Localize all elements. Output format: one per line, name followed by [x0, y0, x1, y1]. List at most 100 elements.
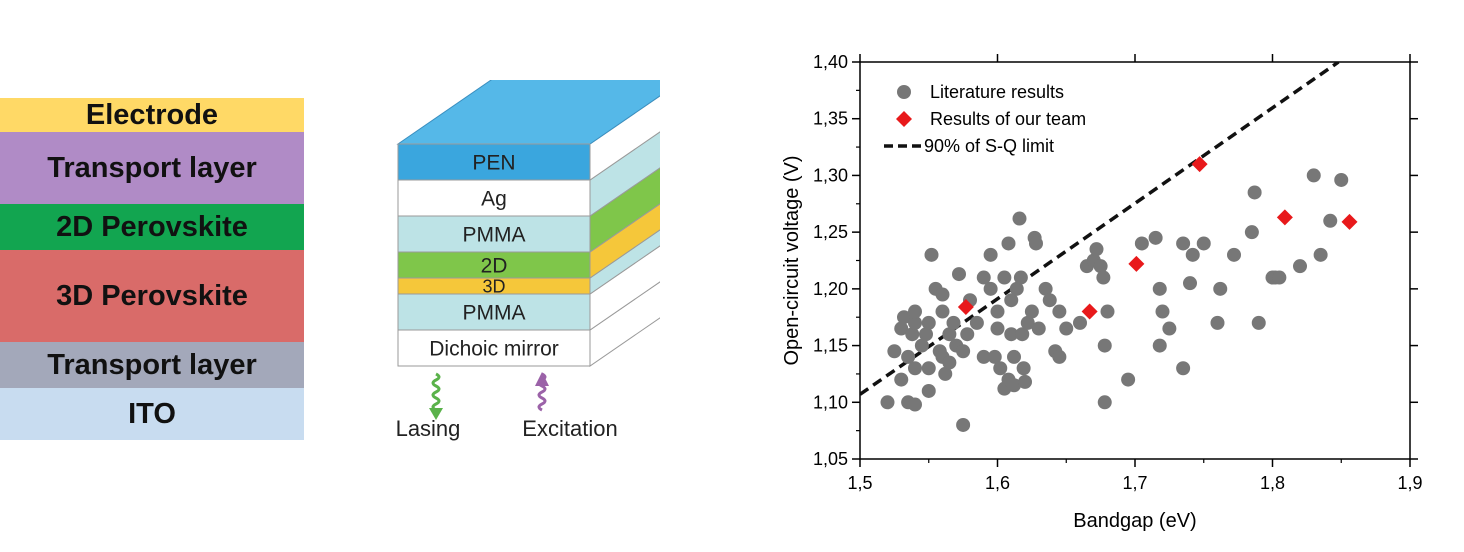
x-tick-label: 1,7: [1122, 473, 1147, 493]
legend-label-sq: 90% of S-Q limit: [924, 136, 1054, 156]
literature-point: [1009, 281, 1024, 296]
literature-point: [1210, 315, 1225, 330]
literature-point: [1097, 395, 1112, 410]
literature-point: [987, 349, 1002, 364]
literature-point: [1121, 372, 1136, 387]
literature-point: [908, 315, 922, 330]
x-tick-label: 1,5: [847, 473, 872, 493]
literature-point: [1004, 327, 1019, 342]
device-layer-label-7: Dichoic mirror: [429, 338, 559, 361]
literature-point: [908, 397, 922, 412]
x-tick-label: 1,9: [1397, 473, 1422, 493]
literature-point: [1247, 185, 1262, 200]
literature-point: [1323, 213, 1338, 228]
literature-point: [901, 349, 916, 364]
literature-point: [908, 304, 922, 319]
literature-point: [1306, 168, 1321, 183]
device-layer-label-1: PEN: [472, 152, 515, 175]
legend-diamond-icon: [896, 111, 912, 127]
literature-point: [919, 327, 933, 342]
device-layer-label-2: Ag: [481, 188, 507, 211]
literature-point: [1183, 276, 1197, 291]
device-layer-1: [397, 143, 591, 181]
literature-point: [1227, 247, 1241, 262]
literature-point: [1162, 321, 1177, 336]
literature-point: [1016, 361, 1031, 376]
literature-point: [1093, 259, 1108, 274]
literature-point: [1148, 230, 1163, 245]
literature-point: [1313, 247, 1328, 262]
literature-point: [1196, 236, 1211, 251]
literature-point: [1012, 211, 1027, 226]
literature-point: [983, 281, 998, 296]
literature-point: [1089, 242, 1104, 257]
literature-point: [921, 383, 936, 398]
literature-point: [969, 315, 984, 330]
device-layer-label-4: 2D: [481, 255, 508, 278]
literature-point: [1073, 315, 1087, 330]
stack-layer-2: Transport layer: [0, 132, 304, 204]
literature-point: [1293, 259, 1307, 274]
literature-point: [1007, 349, 1021, 364]
legend-label-team: Results of our team: [930, 109, 1086, 129]
literature-point: [1213, 281, 1228, 296]
literature-point: [1052, 349, 1067, 364]
literature-point: [1176, 236, 1191, 251]
literature-point: [1018, 374, 1032, 389]
literature-point: [983, 247, 998, 262]
literature-point: [1272, 270, 1287, 285]
device-layer-label-6: PMMA: [463, 302, 526, 325]
literature-point: [1042, 293, 1057, 308]
literature-point: [894, 372, 909, 387]
device-layer-2: [397, 179, 591, 217]
literature-point: [924, 247, 939, 262]
literature-point: [1001, 236, 1016, 251]
literature-point: [952, 267, 966, 282]
team-result-point: [1191, 156, 1208, 173]
literature-point: [1244, 225, 1259, 240]
literature-point: [960, 327, 975, 342]
plot-area: [860, 62, 1358, 432]
excitation-label: Excitation: [522, 416, 617, 441]
literature-point: [1059, 321, 1074, 336]
x-tick-label: 1,6: [985, 473, 1010, 493]
literature-point: [1020, 315, 1035, 330]
literature-point: [1024, 304, 1039, 319]
literature-point: [956, 344, 971, 359]
literature-point: [1031, 321, 1046, 336]
y-tick-label: 1,15: [813, 336, 848, 356]
excitation-arrowhead-icon: [535, 372, 549, 386]
literature-point: [942, 355, 957, 370]
literature-point: [1334, 172, 1349, 187]
literature-point: [976, 270, 991, 285]
team-result-point: [1081, 303, 1098, 320]
stack-layer-4: 3D Perovskite: [0, 250, 304, 342]
team-result-point: [1128, 255, 1145, 272]
literature-point: [946, 315, 961, 330]
stack-layer-1: Electrode: [0, 98, 304, 132]
device-layer-6: [397, 293, 591, 331]
literature-point: [1052, 304, 1067, 319]
lasing-wave-icon: [431, 372, 441, 412]
y-tick-label: 1,40: [813, 52, 848, 72]
literature-point: [1176, 361, 1191, 376]
team-result-point: [1276, 209, 1293, 226]
stack-layer-6: ITO: [0, 388, 304, 440]
device-layer-7: [397, 329, 591, 367]
literature-point: [1100, 304, 1115, 319]
literature-point: [935, 287, 950, 302]
lasing-label: Lasing: [396, 416, 461, 441]
literature-point: [976, 349, 991, 364]
literature-point: [956, 417, 971, 432]
literature-point: [1155, 304, 1170, 319]
literature-point: [1152, 281, 1167, 296]
literature-point: [942, 327, 957, 342]
y-tick-label: 1,20: [813, 279, 848, 299]
device-layer-4: [397, 251, 591, 279]
literature-point: [1038, 281, 1053, 296]
literature-point: [1134, 236, 1149, 251]
literature-point: [938, 366, 953, 381]
literature-point: [1015, 327, 1030, 342]
literature-point: [990, 304, 1005, 319]
